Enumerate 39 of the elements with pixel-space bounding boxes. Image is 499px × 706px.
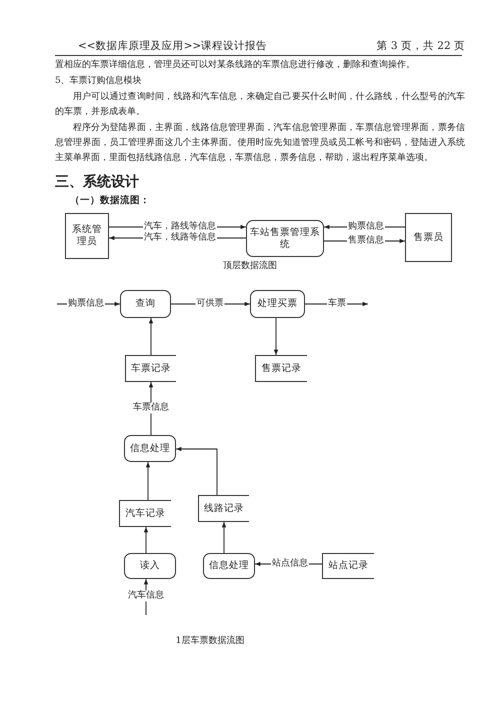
data-store: 售票记录 xyxy=(255,355,307,382)
external-entity-box: 系统管理员 xyxy=(65,213,109,259)
edge-label: 购票信息 xyxy=(347,222,385,232)
arrow xyxy=(146,462,150,500)
subsection-heading: （一）数据流图： xyxy=(70,194,151,208)
chapter-heading: 三、系统设计 xyxy=(55,173,140,192)
data-store: 车票记录 xyxy=(125,355,176,382)
edge-label: 购票信息 xyxy=(67,298,105,310)
header-title: <<数据库原理及应用>>课程设计报告 xyxy=(78,39,268,54)
edge-label: 汽车信息 xyxy=(127,590,165,602)
arrow xyxy=(222,522,226,554)
arrow xyxy=(176,446,218,496)
data-store: 汽车记录 xyxy=(119,500,171,527)
edge-label: 车票信息 xyxy=(132,402,170,414)
section-heading: 5、车票订购信息模块 xyxy=(55,74,143,88)
edge-label: 汽车，路线等信息 xyxy=(143,222,217,232)
data-store: 线路记录 xyxy=(198,495,249,522)
edge-label: 汽车，线路等信息 xyxy=(143,232,217,244)
page-number: 第 3 页，共 22 页 xyxy=(376,39,465,54)
arrow xyxy=(274,318,278,356)
figure-caption: 1层车票数据流图 xyxy=(174,634,246,648)
external-entity-box: 售票员 xyxy=(405,213,452,262)
process-box: 信息处理 xyxy=(203,553,255,579)
paragraph: 程序分为登陆界面，主界面，线路信息管理界面，汽车信息管理界面，车票信息管理界面，票务信息管理界面，员工管理界面这几个主体界面。使用时应先知道管理员或员工帐号和密码，登陆进入系统主菜单界面，里面包括线路信息，汽车信息，车票信息，票务信息，帮助，退出程序菜单选项。 xyxy=(55,122,465,165)
edge-label: 站点信息 xyxy=(271,558,309,570)
paragraph: 置相应的车票详细信息，管理员还可以对某条线路的车票信息进行修改，删除和查询操作。 xyxy=(55,58,416,72)
arrow xyxy=(144,526,148,554)
edge-label: 可供票 xyxy=(196,298,224,310)
process-box: 车站售票管理系统 xyxy=(246,220,324,257)
arrow xyxy=(148,318,154,356)
process-box: 处理买票 xyxy=(250,290,305,318)
process-box: 查询 xyxy=(120,290,171,318)
edge-label: 售票信息 xyxy=(347,236,385,246)
paragraph: 用户可以通过查询时间，线路和汽车信息，来确定自己要买什么时间，什么路线，什么型号的汽车的车票，并形成表单。 xyxy=(55,90,465,119)
process-box: 读入 xyxy=(124,553,176,579)
data-store: 站点记录 xyxy=(322,553,374,579)
figure-caption: 顶层数据流图 xyxy=(222,260,278,273)
edge-label: 车票 xyxy=(327,298,347,310)
process-box: 信息处理 xyxy=(124,435,176,462)
